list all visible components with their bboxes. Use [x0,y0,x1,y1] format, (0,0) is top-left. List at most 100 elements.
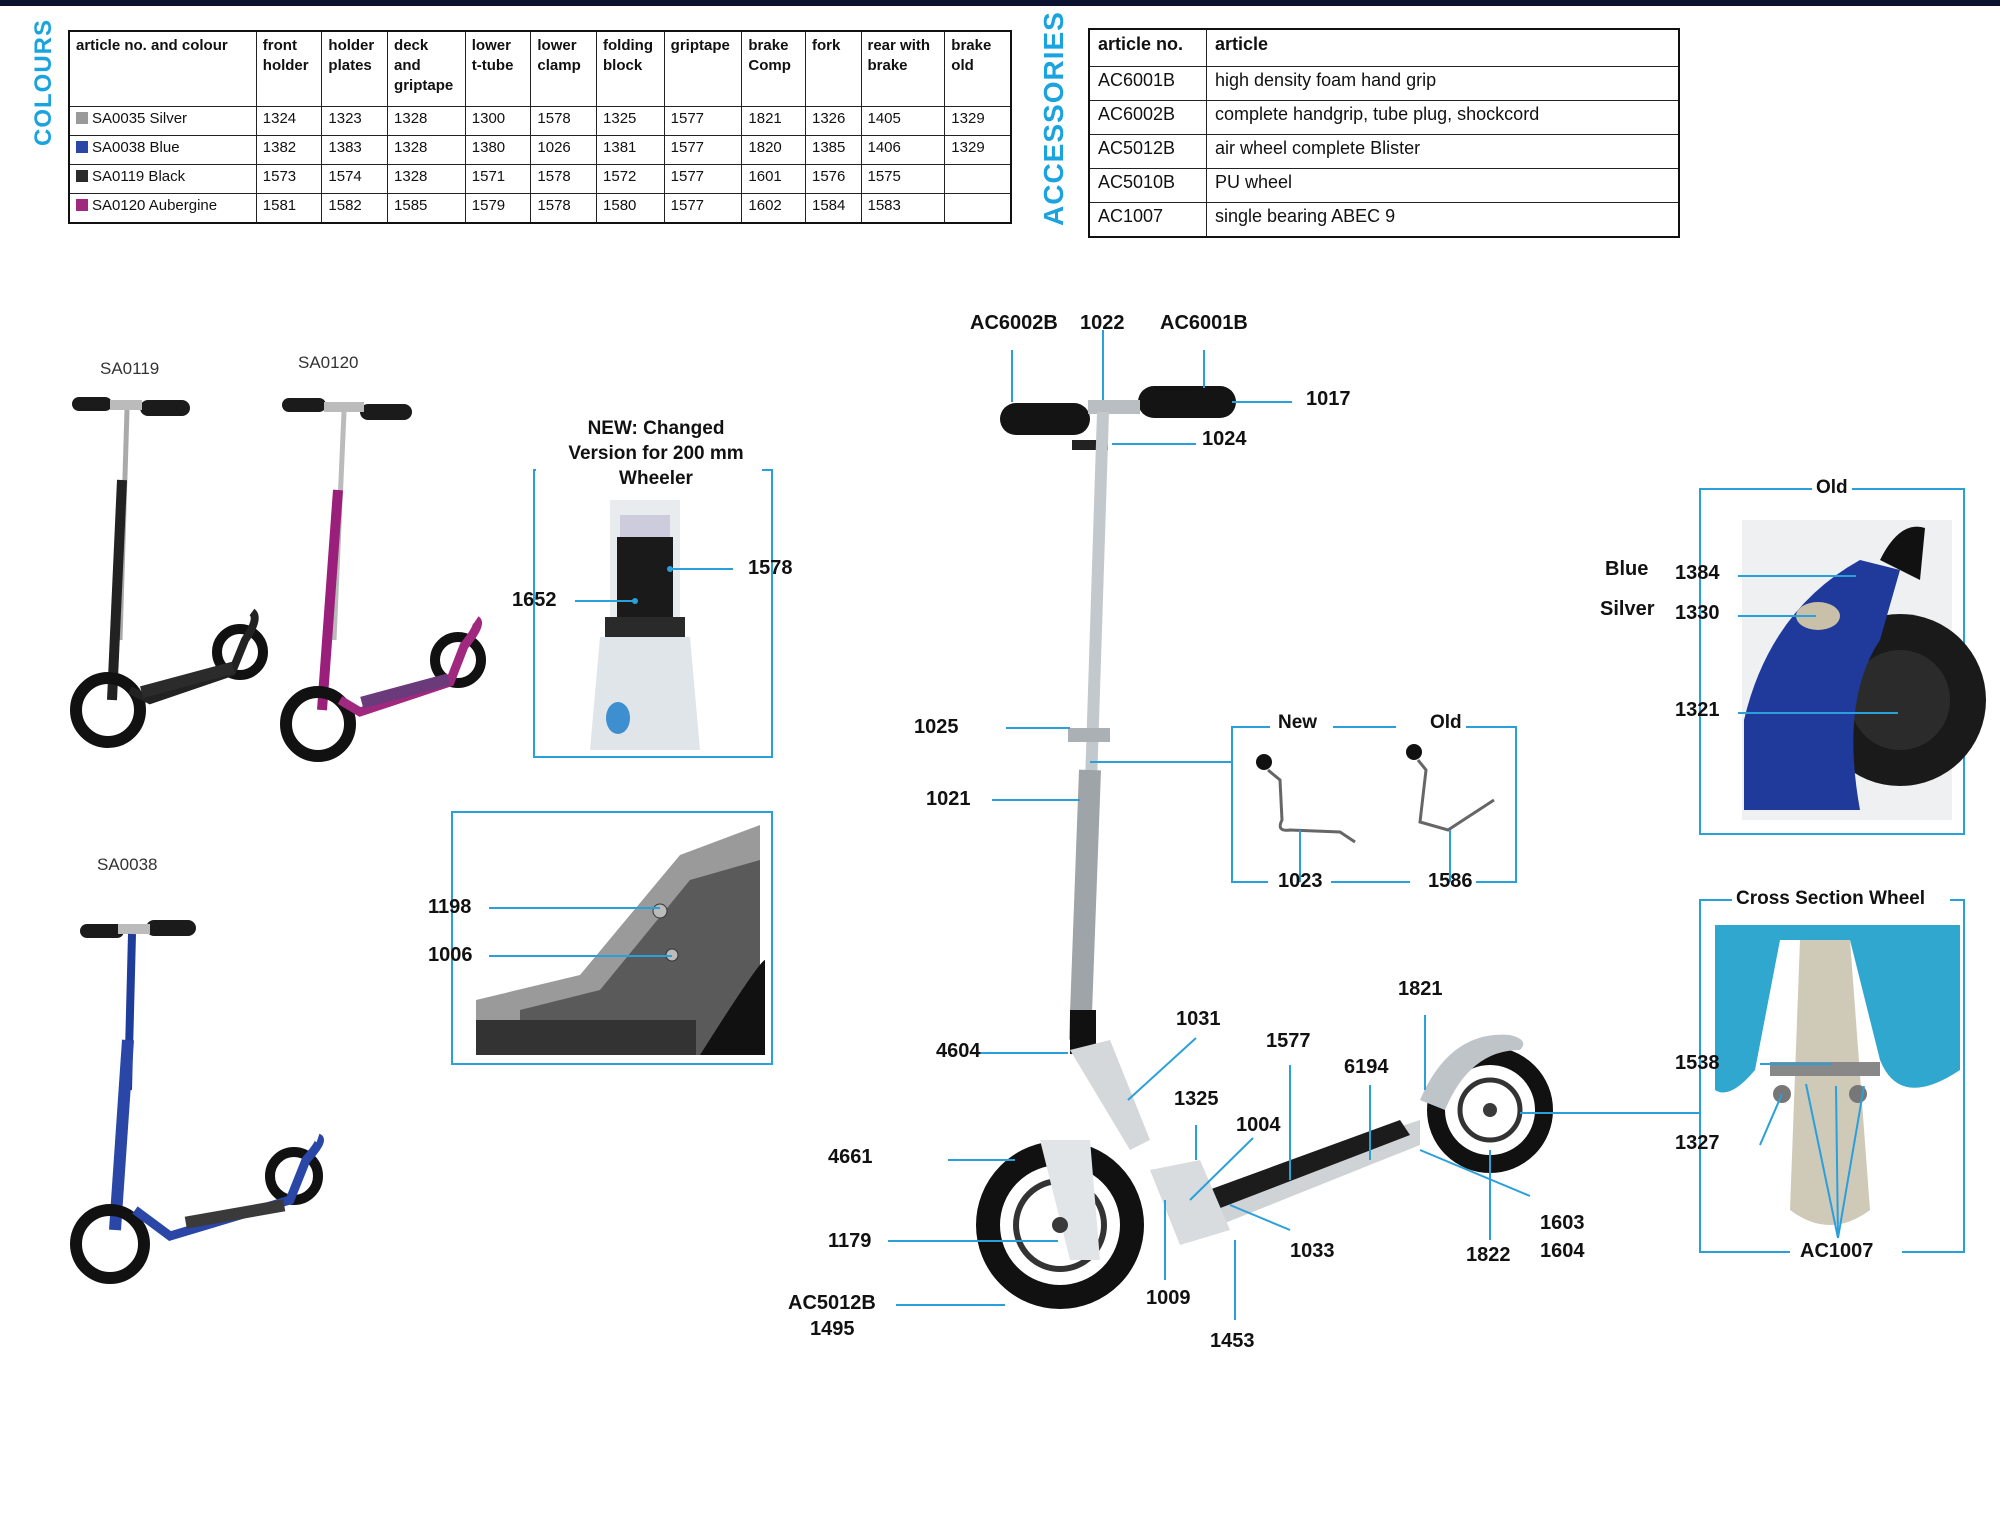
inset-spring-new-old [1231,726,1517,883]
table-cell [944,193,1012,224]
part-label: 1652 [512,589,557,611]
inset-title-cross-section: Cross Section Wheel [1732,888,1929,910]
label-blue: Blue [1605,558,1649,580]
table-cell: AC1007 [1088,202,1207,238]
table-cell: single bearing ABEC 9 [1206,202,1680,238]
part-label: AC1007 [1800,1240,1874,1262]
inset-title-old: Old [1426,712,1466,734]
table-row: SA0035 Silver 1324 1323 1328 1300 1578 1… [68,106,1012,136]
table-cell: 1575 [860,164,946,194]
colours-header-row: article no. and colour front holder hold… [68,30,1012,107]
photo-caption-sa0120: SA0120 [298,353,359,372]
table-cell: 1329 [944,106,1012,136]
part-label: 1006 [428,944,473,966]
table-row: SA0120 Aubergine 1581 1582 1585 1579 157… [68,193,1012,224]
table-cell: 1572 [596,164,665,194]
table-cell: 1582 [321,193,389,224]
col-header: holder plates [321,30,389,107]
part-label: 1198 [428,896,472,918]
table-cell: 1601 [741,164,806,194]
part-label: 1327 [1675,1132,1720,1154]
part-label: 1033 [1290,1240,1335,1262]
colour-cell: SA0038 Blue [68,135,257,165]
table-cell: air wheel complete Blister [1206,134,1680,169]
part-label: 1321 [1675,699,1720,721]
part-label: 1031 [1176,1008,1221,1030]
part-label: 1004 [1236,1114,1281,1136]
table-cell: 1578 [530,193,598,224]
col-header: front holder [255,30,323,107]
part-label: 1009 [1146,1287,1191,1309]
part-label: 1179 [828,1230,872,1252]
part-label: AC5012B [788,1292,876,1314]
col-header: deck and griptape [387,30,466,107]
part-label: 1538 [1675,1052,1720,1074]
table-cell: 1406 [860,135,946,165]
part-label: 1822 [1466,1244,1511,1266]
table-cell: 1576 [804,164,862,194]
inset-title-new: New [1274,712,1322,734]
colour-name: SA0035 Silver [92,110,188,127]
colour-swatch [76,170,88,182]
inset-folding-detail [451,811,773,1065]
table-row: SA0119 Black 1573 1574 1328 1571 1578 15… [68,164,1012,194]
table-cell: 1580 [596,193,665,224]
part-label: AC6002B [970,312,1058,334]
part-label: 1330 [1675,602,1720,624]
part-label: 1017 [1306,388,1351,410]
colour-cell: SA0035 Silver [68,106,257,136]
colour-cell: SA0120 Aubergine [68,193,257,224]
table-cell: 1573 [255,164,323,194]
table-cell: 1383 [321,135,389,165]
main-scooter-illustration [976,386,1553,1309]
table-cell: 1324 [255,106,323,136]
part-label: 1453 [1210,1330,1255,1352]
photo-caption-sa0038: SA0038 [97,855,158,874]
table-cell: PU wheel [1206,168,1680,203]
accessories-header-row: article no. article [1088,28,1680,67]
table-cell: 1300 [464,106,532,136]
table-cell: 1602 [741,193,806,224]
inset-cross-section [1699,899,1965,1253]
inset-title-new-changed: NEW: Changed Version for 200 mm Wheeler [552,416,760,491]
table-cell: 1325 [596,106,665,136]
label-silver: Silver [1600,598,1655,620]
top-bar [0,0,2000,6]
col-header: article no. and colour [68,30,257,107]
part-label: 1821 [1398,978,1443,1000]
part-label: 1325 [1174,1088,1219,1110]
inset-title-old-brake: Old [1812,477,1852,499]
part-label: 1603 [1540,1212,1585,1234]
scooter-sa0120-photo [280,398,486,762]
col-header: lower t-tube [464,30,532,107]
part-label: 1495 [810,1318,855,1340]
colour-swatch [76,112,88,124]
colour-name: SA0038 Blue [92,139,180,156]
part-label: 1023 [1278,870,1323,892]
table-cell: 1382 [255,135,323,165]
col-header: brake Comp [741,30,806,107]
colours-table: article no. and colour front holder hold… [68,30,1012,224]
table-cell: 1583 [860,193,946,224]
part-label: 1586 [1428,870,1473,892]
part-label: 1578 [748,557,793,579]
table-cell: 1577 [663,164,743,194]
colour-cell: SA0119 Black [68,164,257,194]
part-label: 1021 [926,788,971,810]
table-cell: 1584 [804,193,862,224]
table-cell: 1581 [255,193,323,224]
part-label: 1024 [1202,428,1247,450]
col-header: article [1206,28,1680,67]
colour-name: SA0120 Aubergine [92,197,218,214]
part-label: 4604 [936,1040,981,1062]
table-cell: 1026 [530,135,598,165]
table-cell [944,164,1012,194]
part-label: AC6001B [1160,312,1248,334]
col-header: fork [804,30,862,107]
colour-name: SA0119 Black [92,168,186,185]
table-cell: 1328 [387,164,466,194]
colour-swatch [76,199,88,211]
